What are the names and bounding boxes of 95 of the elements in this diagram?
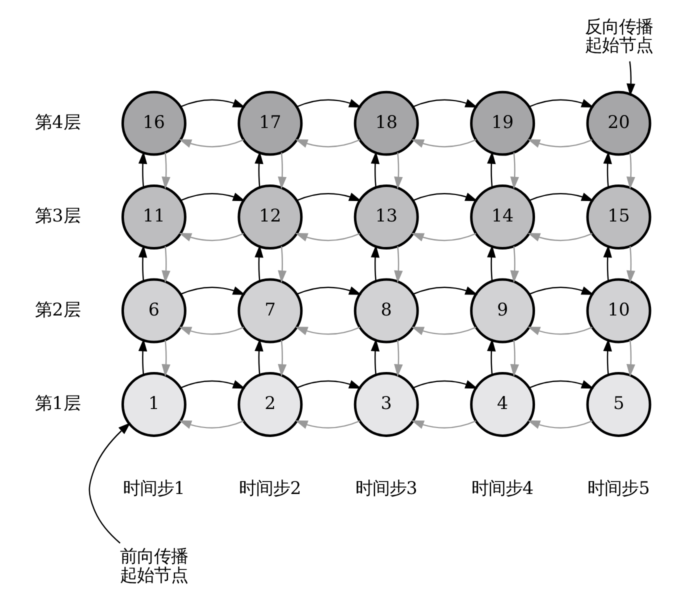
arrow (626, 246, 635, 284)
node-circle: 6 (120, 278, 186, 344)
arrow (296, 286, 362, 295)
label: 时间步3 (354, 479, 417, 500)
node-circle: 11 (120, 184, 186, 250)
label: 时间步1 (122, 479, 185, 500)
arrow (296, 380, 362, 389)
arrow (626, 152, 635, 190)
arrow (602, 338, 612, 375)
arrow (180, 99, 245, 108)
arrow (296, 192, 362, 202)
node-circle: 12 (237, 184, 302, 250)
arrow (277, 340, 286, 377)
arrow (161, 246, 170, 284)
arrow (370, 245, 380, 282)
arrow (178, 326, 244, 336)
arrow (161, 340, 170, 377)
arrow (254, 245, 263, 282)
node-circle: 14 (470, 184, 535, 250)
arrow (294, 232, 360, 242)
node-circle: 9 (470, 278, 535, 344)
node-circle: 17 (237, 90, 302, 156)
arrow (510, 246, 519, 284)
arrow (410, 420, 476, 429)
arrow (510, 340, 519, 377)
arrow (370, 151, 380, 188)
arrow (528, 99, 594, 108)
arrow (486, 245, 496, 282)
node-circle: 13 (353, 184, 418, 250)
node-circle: 19 (470, 90, 535, 156)
node-circle: 3 (353, 372, 418, 437)
arrow (527, 232, 592, 242)
node-circle: 7 (237, 278, 302, 344)
node-circle: 5 (586, 372, 651, 437)
arrow (180, 286, 245, 295)
arrow (277, 246, 286, 284)
arrow (510, 152, 519, 190)
arrow (527, 420, 592, 429)
arrow (527, 326, 592, 336)
arrow (178, 232, 244, 242)
node-circle: 1 (120, 372, 186, 437)
arrow (370, 338, 380, 375)
arrow (180, 380, 245, 389)
node-circle: 8 (353, 278, 418, 344)
arrow (394, 246, 402, 284)
node-text: 反向传播起始节点 (584, 17, 652, 56)
arrow (180, 192, 245, 202)
arrow (412, 380, 478, 389)
label: 时间步4 (471, 479, 534, 500)
arrow (412, 192, 478, 202)
arrow (178, 139, 244, 148)
arrow (254, 338, 263, 375)
arrow (602, 151, 612, 188)
arrow (527, 139, 592, 148)
label: 第4层 (34, 112, 80, 133)
arrow (528, 192, 594, 202)
node-circle: 10 (586, 278, 651, 344)
arrow (161, 152, 170, 190)
arrow (138, 245, 147, 282)
arrow (528, 286, 594, 295)
arrow (626, 61, 635, 96)
arrow (410, 139, 476, 148)
arrow (394, 340, 402, 377)
arrow (138, 338, 147, 375)
node-circle: 2 (237, 372, 302, 437)
node-circle: 20 (586, 90, 651, 156)
label: 第1层 (34, 394, 80, 414)
label: 时间步5 (587, 479, 650, 500)
arrow (254, 151, 263, 188)
arrow (394, 152, 402, 190)
node-circle: 4 (470, 372, 535, 437)
node-circle: 18 (353, 90, 418, 156)
arrow (277, 152, 286, 190)
arrow (486, 151, 496, 188)
node-circle: 16 (120, 90, 186, 156)
arrow (138, 151, 147, 188)
arrow (626, 340, 635, 377)
label: 时间步2 (238, 479, 301, 500)
arrow (296, 99, 362, 108)
arrow (602, 245, 612, 282)
arrow (412, 286, 478, 295)
node-circle: 15 (586, 184, 651, 250)
label: 第2层 (34, 300, 80, 320)
arrow (486, 338, 496, 375)
label: 第3层 (34, 206, 80, 227)
arrow (528, 380, 594, 389)
arrow (410, 326, 476, 336)
arrow (88, 422, 130, 544)
arrow (294, 139, 360, 148)
arrow (410, 232, 476, 242)
node-text: 前向传播起始节点 (119, 547, 188, 586)
arrow (178, 420, 244, 429)
arrow (294, 420, 360, 429)
arrow (294, 326, 360, 336)
arrow (412, 99, 478, 108)
